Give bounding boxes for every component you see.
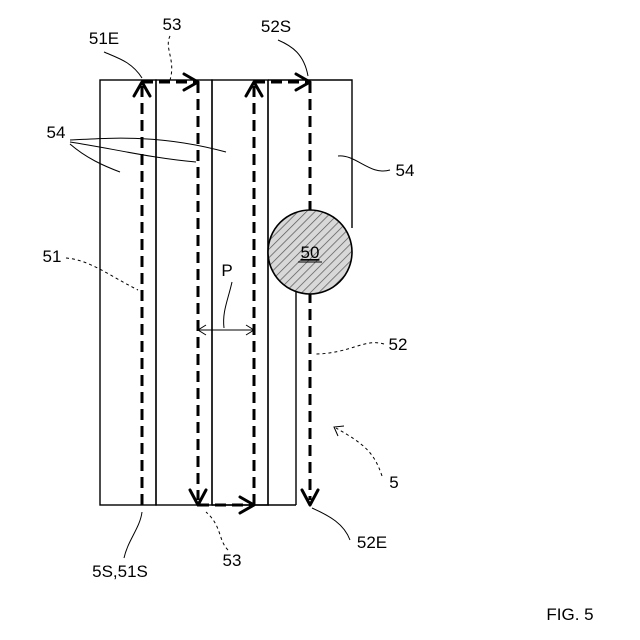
label-53-top: 53	[163, 15, 182, 34]
leader-51	[66, 258, 138, 290]
leader-54-right	[338, 156, 390, 171]
leader-52	[314, 343, 384, 354]
leader-54-b	[70, 142, 196, 162]
reference-labels: 51E 53 52S 54 54 51 52 5 5S,51S 53 52E	[43, 15, 415, 581]
leader-53-bottom	[206, 512, 228, 550]
label-54-right: 54	[396, 161, 415, 180]
strip-4	[212, 80, 352, 505]
label-51E: 51E	[89, 29, 119, 48]
strip-3	[212, 80, 268, 505]
label-52E: 52E	[357, 533, 387, 552]
leader-5-arrow	[334, 426, 344, 436]
label-5: 5	[389, 473, 398, 492]
strip-2	[156, 80, 212, 505]
leader-52S	[278, 40, 308, 76]
leader-54-c	[70, 144, 120, 172]
label-52S: 52S	[261, 17, 291, 36]
leader-53-top	[168, 36, 171, 80]
label-5S-51S: 5S,51S	[92, 562, 148, 581]
leader-54-a	[70, 138, 226, 152]
figure-caption: FIG. 5	[546, 605, 593, 624]
label-53-bottom: 53	[223, 551, 242, 570]
label-52: 52	[389, 335, 408, 354]
element-50: 50	[268, 210, 352, 294]
leader-51E	[104, 52, 142, 78]
leader-52E	[312, 508, 350, 540]
element-50-label: 50	[301, 243, 320, 262]
pitch-dimension: P	[198, 261, 254, 335]
label-51: 51	[43, 247, 62, 266]
pitch-label: P	[221, 261, 232, 280]
label-54-left: 54	[47, 123, 66, 142]
leader-5S-51S	[124, 512, 142, 558]
leader-5	[336, 428, 382, 476]
pitch-leader	[224, 282, 232, 328]
strip-1	[100, 80, 156, 505]
